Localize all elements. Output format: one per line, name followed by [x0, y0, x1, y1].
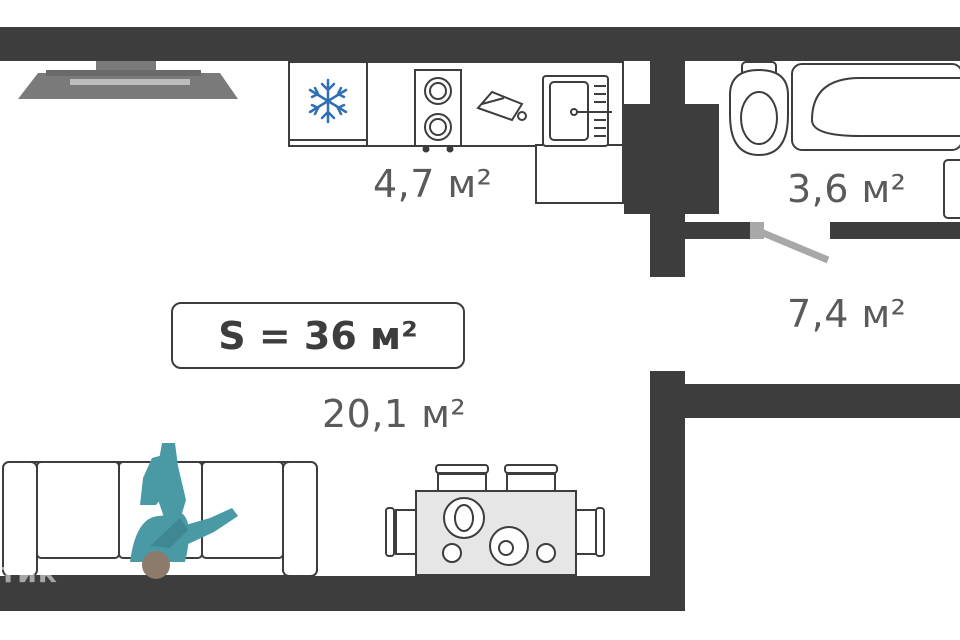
corridor-wall [685, 384, 960, 418]
snowflake-icon [308, 78, 348, 124]
dining-table-icon [385, 464, 605, 576]
tv-icon [18, 61, 238, 99]
stove-icon [414, 69, 462, 153]
kitchen-area-label: 4,7 м² [373, 162, 493, 206]
kitchen-column [624, 104, 719, 214]
hallway-area-label: 7,4 м² [787, 292, 907, 336]
bathtub-icon [791, 63, 960, 219]
person-icon [130, 443, 238, 579]
bottom-wall [0, 576, 685, 611]
toilet-icon [729, 61, 789, 157]
sink-icon [542, 75, 612, 147]
top-wall [0, 27, 960, 61]
total-area-badge: S = 36 м² [171, 302, 465, 369]
walls [0, 27, 960, 611]
cutting-board-icon [476, 90, 527, 122]
bathroom-area-label: 3,6 м² [787, 167, 907, 211]
total-area-text: S = 36 м² [218, 313, 418, 358]
bathroom-door[interactable] [750, 222, 830, 264]
bathroom-wall-right [830, 222, 960, 239]
bathroom-wall-left [685, 222, 755, 239]
partition-wall-lower [650, 371, 685, 611]
living-room-area-label: 20,1 м² [322, 392, 467, 436]
watermark-text: тик [0, 556, 58, 589]
